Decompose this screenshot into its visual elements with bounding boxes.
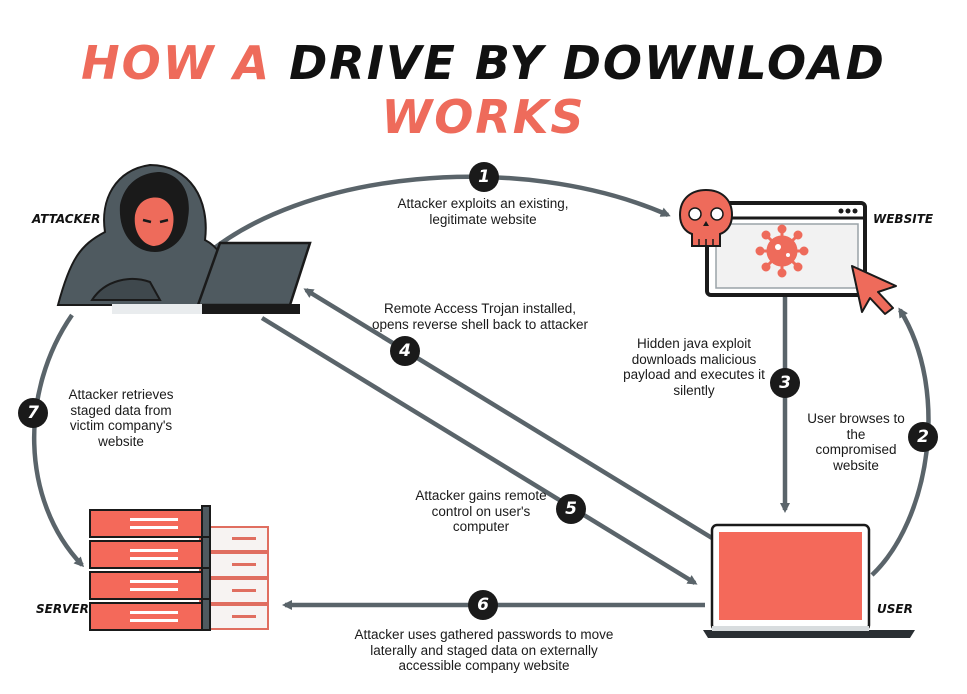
arrow-step-7 <box>32 313 85 568</box>
server-illustration <box>89 505 269 631</box>
step-number-5: 5 <box>556 494 586 524</box>
step-number-7: 7 <box>18 398 48 428</box>
cursor-icon <box>851 265 897 315</box>
arrow-step-4 <box>303 288 714 540</box>
arrow-step-2 <box>870 307 931 577</box>
step-text-4: Remote Access Trojan installed, opens re… <box>371 301 589 332</box>
server-stack-front-icon <box>89 505 211 631</box>
step-number-2: 2 <box>908 422 938 452</box>
step-text-6: Attacker uses gathered passwords to move… <box>354 627 614 673</box>
arrow-step-1 <box>198 174 671 262</box>
title-part-3: WORKS <box>381 90 586 144</box>
server-stack-back-icon <box>199 526 269 630</box>
title-part-2: DRIVE BY DOWNLOAD <box>289 36 886 90</box>
node-label-user: USER <box>877 602 913 616</box>
node-label-website: WEBSITE <box>873 212 934 226</box>
node-label-attacker: ATTACKER <box>32 212 101 226</box>
attacker-laptop-icon <box>112 241 312 314</box>
attacker-illustration <box>56 163 312 314</box>
user-laptop-illustration <box>703 523 915 638</box>
step-number-3: 3 <box>770 368 800 398</box>
virus-icon <box>755 224 809 278</box>
title-part-1: HOW A <box>81 36 272 90</box>
arrow-step-5 <box>260 316 698 585</box>
node-label-server: SERVER <box>36 602 89 616</box>
step-number-1: 1 <box>469 162 499 192</box>
page-title: HOW A DRIVE BY DOWNLOAD WORKS <box>0 36 967 144</box>
website-illustration <box>678 188 897 315</box>
step-text-2: User browses to the compromised website <box>807 411 905 473</box>
skull-icon <box>678 188 734 247</box>
step-number-6: 6 <box>468 590 498 620</box>
attacker-face-icon <box>134 197 174 246</box>
step-text-1: Attacker exploits an existing, legitimat… <box>397 196 569 227</box>
step-number-4: 4 <box>390 336 420 366</box>
flow-arrows <box>32 174 931 610</box>
step-text-3: Hidden java exploit downloads malicious … <box>623 336 765 398</box>
step-text-7: Attacker retrieves staged data from vict… <box>68 387 174 449</box>
step-text-5: Attacker gains remote control on user's … <box>415 488 547 534</box>
